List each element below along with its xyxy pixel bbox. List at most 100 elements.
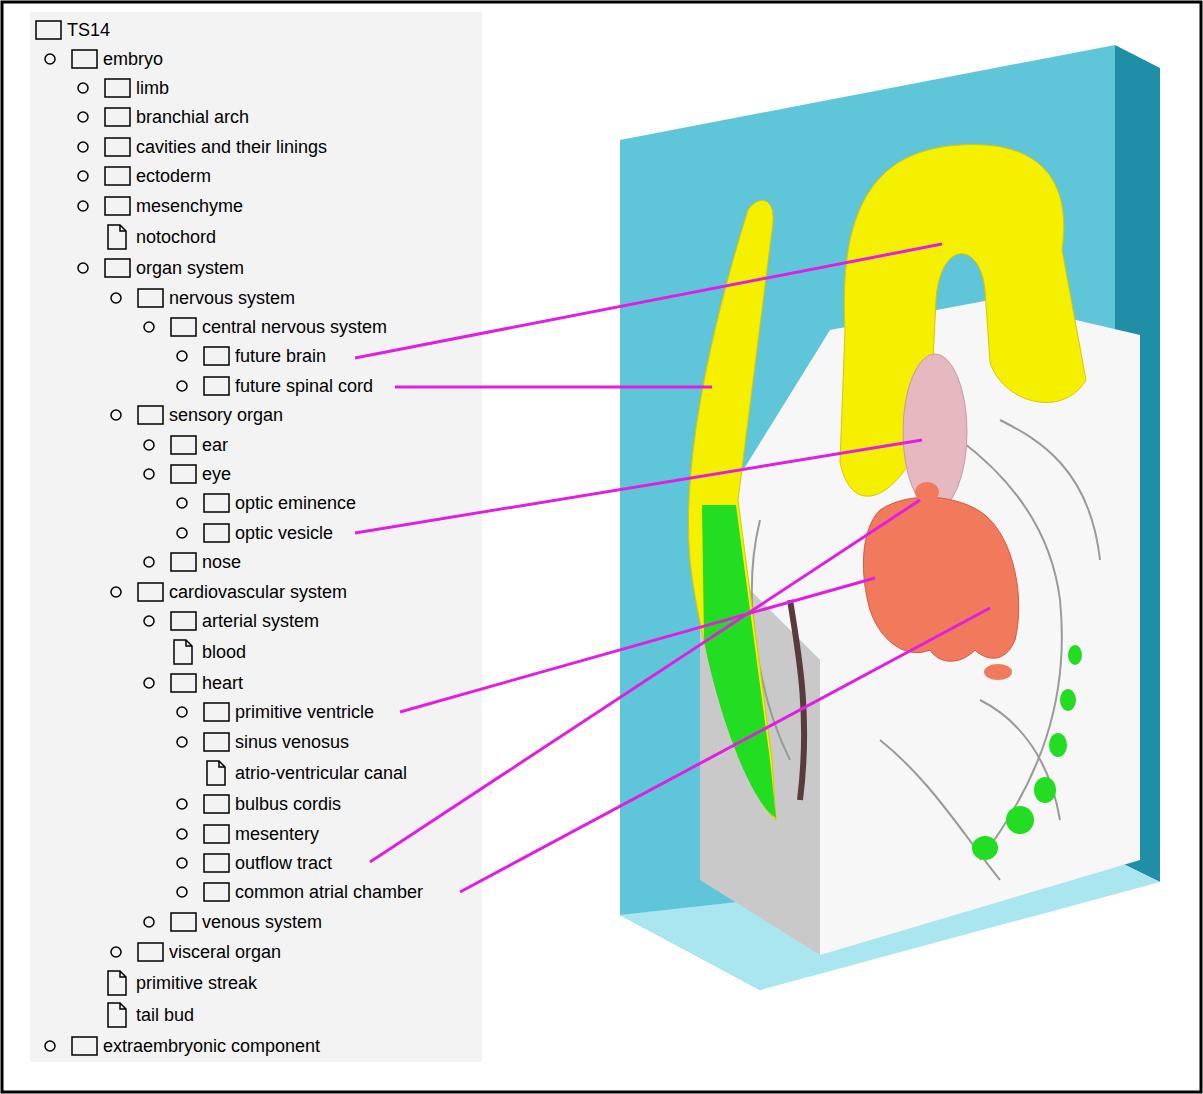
tree-label: ectoderm (136, 165, 211, 187)
tree-label: organ system (136, 257, 244, 279)
tree-label: future brain (235, 345, 326, 367)
folder-icon (105, 79, 130, 97)
tree-bullet (177, 528, 187, 538)
tree-bullet (144, 557, 154, 567)
folder-icon (138, 943, 163, 961)
folder-icon (105, 197, 130, 215)
tree-bullet (111, 410, 121, 420)
somite-blobs (972, 645, 1082, 860)
folder-icon (105, 167, 130, 185)
tree-bullet (177, 829, 187, 839)
folder-icon (105, 138, 130, 156)
file-icon (174, 640, 192, 664)
tree-label: atrio-ventricular canal (235, 762, 407, 784)
folder-icon (204, 795, 229, 813)
tree-label: venous system (202, 911, 322, 933)
tree-label: bulbus cordis (235, 793, 341, 815)
folder-icon (204, 733, 229, 751)
folder-icon (171, 318, 196, 336)
folder-icon (105, 108, 130, 126)
file-icon (207, 761, 225, 785)
folder-icon (204, 854, 229, 872)
tree-label: blood (202, 641, 246, 663)
tree-bullet (144, 616, 154, 626)
tree-bullet (177, 351, 187, 361)
tree-label: optic eminence (235, 492, 356, 514)
tree-bullet (177, 737, 187, 747)
tissue-texture (752, 420, 1100, 880)
outflow-tract (915, 482, 939, 502)
tree-bullet (177, 887, 187, 897)
folder-icon (204, 347, 229, 365)
folder-icon (138, 289, 163, 307)
section-face (700, 300, 1140, 955)
tree-bullet (45, 1041, 55, 1051)
tree-bullet (177, 381, 187, 391)
tree-label: optic vesicle (235, 522, 333, 544)
tree-label: sensory organ (169, 404, 283, 426)
tree-label: arterial system (202, 610, 319, 632)
tree-bullet (144, 678, 154, 688)
file-icon (108, 1003, 126, 1027)
folder-icon (171, 612, 196, 630)
tree-bullet (177, 799, 187, 809)
folder-icon (204, 883, 229, 901)
folder-icon (204, 825, 229, 843)
tree-label: branchial arch (136, 106, 249, 128)
tree-bullet (45, 54, 55, 64)
optic-vesicle (903, 354, 967, 510)
tree-label: central nervous system (202, 316, 387, 338)
folder-icon (171, 553, 196, 571)
file-icon (108, 225, 126, 249)
folder-icon (171, 436, 196, 454)
folder-icon (204, 703, 229, 721)
tree-label: outflow tract (235, 852, 332, 874)
tree-bullet (144, 917, 154, 927)
somites (702, 505, 776, 818)
tree-label: heart (202, 672, 243, 694)
tree-label: primitive ventricle (235, 701, 374, 723)
tree-label: cavities and their linings (136, 136, 327, 158)
tree-bullet (111, 293, 121, 303)
tree-bullet (78, 263, 88, 273)
tree-label: primitive streak (136, 972, 257, 994)
tree-bullet (78, 171, 88, 181)
tree-label: nose (202, 551, 241, 573)
tree-label: cardiovascular system (169, 581, 347, 603)
tree-label: eye (202, 463, 231, 485)
folder-icon (171, 465, 196, 483)
tree-label: extraembryonic component (103, 1035, 320, 1057)
tree-label: future spinal cord (235, 375, 373, 397)
tree-bullet (78, 142, 88, 152)
tree-bullet (177, 498, 187, 508)
folder-icon (204, 377, 229, 395)
folder-icon (105, 259, 130, 277)
folder-icon (204, 494, 229, 512)
tree-label: limb (136, 77, 169, 99)
tree-bullet (177, 858, 187, 868)
tree-bullet (78, 83, 88, 93)
folder-icon (171, 913, 196, 931)
tree-bullet (111, 947, 121, 957)
tree-label: common atrial chamber (235, 881, 423, 903)
tissue-dark (790, 600, 804, 800)
tree-bullet (144, 469, 154, 479)
tree-label: notochord (136, 226, 216, 248)
tree-panel (30, 12, 482, 1062)
folder-icon (138, 406, 163, 424)
tree-label: visceral organ (169, 941, 281, 963)
folder-icon (138, 583, 163, 601)
tree-label: nervous system (169, 287, 295, 309)
tree-label: embryo (103, 48, 163, 70)
folder-icon (171, 674, 196, 692)
tree-label: TS14 (67, 19, 110, 41)
tree-bullet (144, 440, 154, 450)
tree-label: sinus venosus (235, 731, 349, 753)
tree-bullet (78, 201, 88, 211)
heart-inflow (984, 664, 1012, 680)
tree-bullet (111, 587, 121, 597)
tree-label: mesentery (235, 823, 319, 845)
